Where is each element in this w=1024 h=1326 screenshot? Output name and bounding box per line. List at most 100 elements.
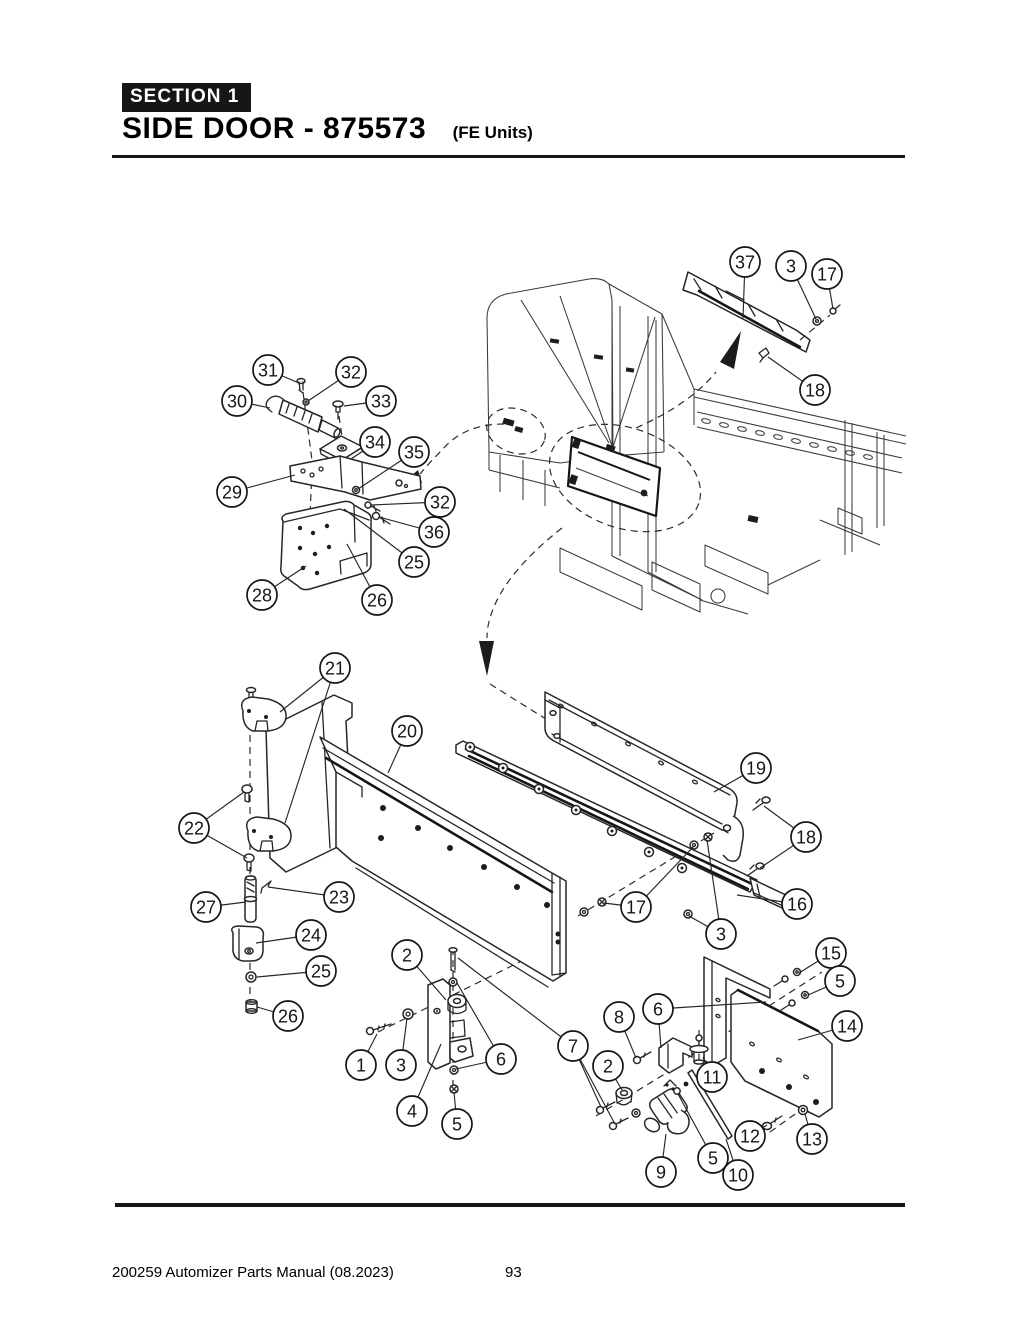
- callout-9: 9: [645, 1156, 677, 1188]
- callout-16: 16: [781, 888, 813, 920]
- callout-13: 13: [796, 1123, 828, 1155]
- svg-text:27: 27: [196, 897, 216, 917]
- callout-35: 35: [398, 436, 430, 468]
- callout-26: 26: [361, 584, 393, 616]
- svg-text:15: 15: [821, 943, 841, 963]
- svg-text:9: 9: [656, 1162, 666, 1182]
- svg-text:30: 30: [227, 391, 247, 411]
- svg-text:4: 4: [407, 1101, 417, 1121]
- callout-28: 28: [246, 579, 278, 611]
- svg-text:17: 17: [626, 897, 646, 917]
- footer-rule: [115, 1203, 905, 1207]
- svg-text:26: 26: [278, 1006, 298, 1026]
- callout-7: 7: [557, 1030, 589, 1062]
- callout-27: 27: [190, 891, 222, 923]
- svg-text:24: 24: [301, 925, 321, 945]
- leader-line-6: [657, 1001, 767, 1010]
- callout-5: 5: [441, 1108, 473, 1140]
- callout-17: 17: [811, 258, 843, 290]
- svg-text:16: 16: [787, 894, 807, 914]
- callout-22: 22: [178, 812, 210, 844]
- svg-text:32: 32: [341, 362, 361, 382]
- page-title: SIDE DOOR - 875573: [122, 112, 427, 145]
- callout-3: 3: [385, 1049, 417, 1081]
- top-panel-part-37: [682, 271, 841, 363]
- callout-30: 30: [221, 385, 253, 417]
- svg-text:21: 21: [325, 658, 345, 678]
- callout-5: 5: [824, 965, 856, 997]
- svg-text:25: 25: [311, 961, 331, 981]
- callout-32: 32: [335, 356, 367, 388]
- callout-6: 6: [642, 993, 674, 1025]
- callout-4: 4: [396, 1095, 428, 1127]
- svg-text:32: 32: [430, 492, 450, 512]
- callout-18: 18: [799, 374, 831, 406]
- svg-text:37: 37: [735, 252, 755, 272]
- callout-6: 6: [485, 1043, 517, 1075]
- callout-18: 18: [790, 821, 822, 853]
- svg-text:25: 25: [404, 552, 424, 572]
- machine-illustration: [396, 278, 907, 676]
- callout-31: 31: [252, 354, 284, 386]
- callout-23: 23: [323, 881, 355, 913]
- svg-text:23: 23: [329, 887, 349, 907]
- svg-text:31: 31: [258, 360, 278, 380]
- callout-20: 20: [391, 715, 423, 747]
- svg-text:8: 8: [614, 1007, 624, 1027]
- callout-15: 15: [815, 937, 847, 969]
- svg-text:6: 6: [653, 999, 663, 1019]
- svg-text:34: 34: [365, 432, 385, 452]
- svg-text:6: 6: [496, 1049, 506, 1069]
- callout-12: 12: [734, 1120, 766, 1152]
- svg-text:19: 19: [746, 758, 766, 778]
- callout-14: 14: [831, 1010, 863, 1042]
- callout-25: 25: [305, 955, 337, 987]
- svg-text:26: 26: [367, 590, 387, 610]
- svg-text:13: 13: [802, 1129, 822, 1149]
- svg-text:10: 10: [728, 1165, 748, 1185]
- callout-8: 8: [603, 1001, 635, 1033]
- svg-text:2: 2: [603, 1056, 613, 1076]
- exploded-view: [231, 683, 833, 1140]
- svg-text:29: 29: [222, 482, 242, 502]
- svg-text:22: 22: [184, 818, 204, 838]
- latch-assembly: [265, 377, 422, 591]
- callout-3: 3: [775, 250, 807, 282]
- section-badge: SECTION 1: [122, 83, 252, 112]
- svg-text:33: 33: [371, 391, 391, 411]
- svg-text:12: 12: [740, 1126, 760, 1146]
- svg-text:5: 5: [452, 1114, 462, 1134]
- page-subtitle: (FE Units): [452, 123, 533, 142]
- svg-text:11: 11: [703, 1067, 722, 1087]
- callout-10: 10: [722, 1159, 754, 1191]
- svg-text:28: 28: [252, 585, 272, 605]
- footer-page-number: 93: [505, 1264, 522, 1281]
- header-title-row: SIDE DOOR - 875573 (FE Units): [122, 112, 533, 146]
- callout-36: 36: [418, 516, 450, 548]
- svg-text:18: 18: [796, 827, 816, 847]
- callout-2: 2: [592, 1050, 624, 1082]
- svg-text:35: 35: [404, 442, 424, 462]
- svg-text:1: 1: [356, 1055, 366, 1075]
- callout-29: 29: [216, 476, 248, 508]
- callout-1: 1: [345, 1049, 377, 1081]
- svg-text:3: 3: [396, 1055, 406, 1075]
- callout-33: 33: [365, 385, 397, 417]
- callout-5: 5: [697, 1142, 729, 1174]
- svg-text:17: 17: [817, 264, 837, 284]
- leader-line-21: [284, 667, 336, 824]
- svg-text:18: 18: [805, 380, 825, 400]
- svg-text:7: 7: [568, 1036, 578, 1056]
- footer-manual-label: 200259 Automizer Parts Manual (08.2023): [112, 1264, 394, 1281]
- svg-text:5: 5: [708, 1148, 718, 1168]
- svg-text:3: 3: [786, 256, 796, 276]
- callout-3: 3: [705, 918, 737, 950]
- leader-line-7: [457, 957, 574, 1047]
- svg-text:2: 2: [402, 945, 412, 965]
- callout-25: 25: [398, 546, 430, 578]
- callout-19: 19: [740, 752, 772, 784]
- callout-24: 24: [295, 919, 327, 951]
- svg-text:5: 5: [835, 971, 845, 991]
